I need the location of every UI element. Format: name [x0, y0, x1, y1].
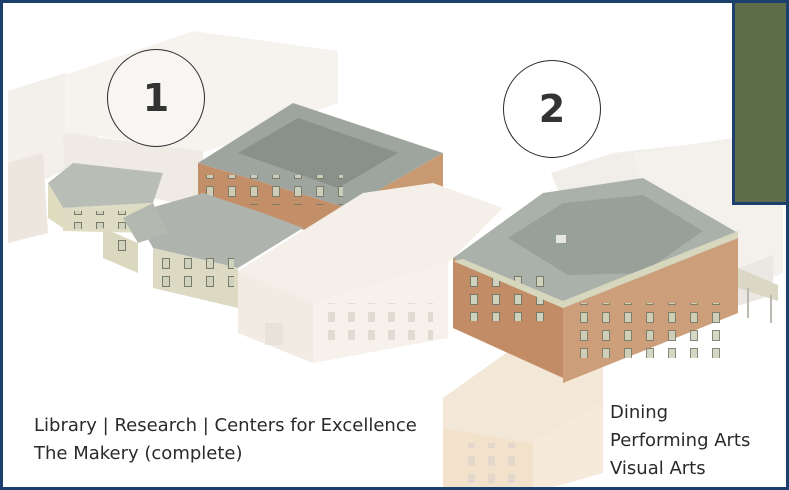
zone-1-marker: 1 — [107, 49, 205, 147]
zone-2-number: 2 — [538, 87, 566, 131]
zone-2-caption: Dining Performing Arts Visual Arts — [610, 399, 750, 483]
zone-2-marker: 2 — [503, 60, 601, 158]
zone-1-number: 1 — [142, 76, 170, 120]
zone-1-caption: Library | Research | Centers for Excelle… — [34, 412, 417, 468]
zone-2-caption-line-2: Performing Arts — [610, 430, 751, 451]
zone-2-caption-line-1: Dining — [610, 402, 669, 423]
ghost-building-middle — [238, 183, 503, 363]
building-1 — [48, 103, 443, 308]
zone-1-caption-line-2: The Makery (complete) — [34, 443, 243, 464]
zone-1-caption-line-1: Library | Research | Centers for Excelle… — [34, 415, 417, 436]
aerial-photo-inset — [732, 3, 786, 205]
building-2 — [453, 178, 778, 383]
zone-2-caption-line-3: Visual Arts — [610, 458, 706, 479]
